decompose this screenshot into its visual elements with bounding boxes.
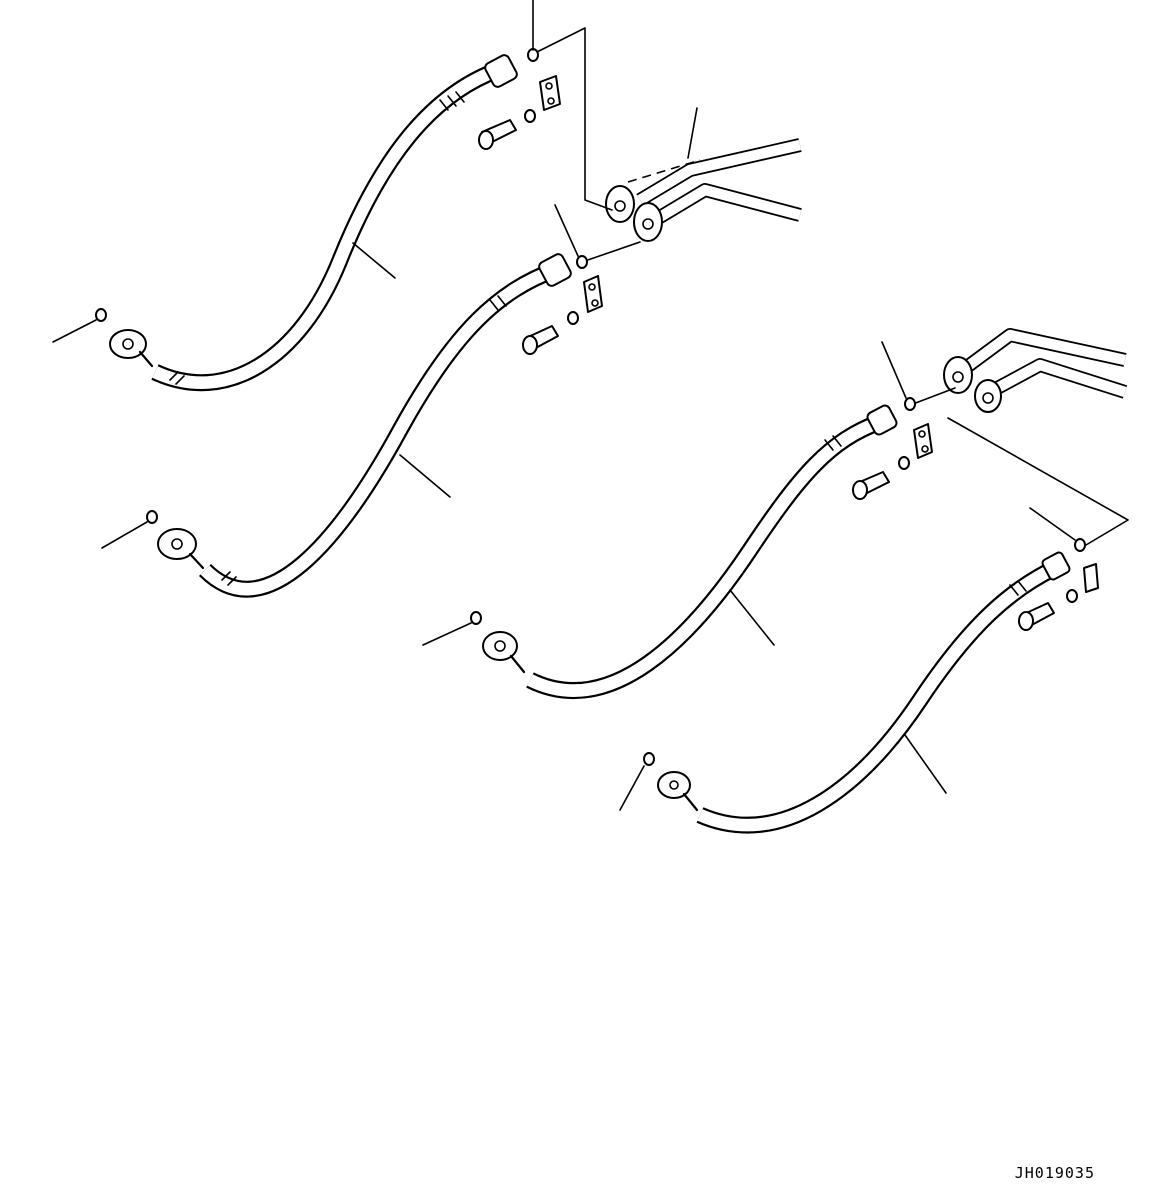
pipe-flange-right-upper (943, 356, 973, 394)
upper-pipe-assembly (605, 138, 802, 242)
leader-o-ring-2 (554, 204, 579, 257)
leader-o-ring-4 (1029, 507, 1076, 541)
pipe-flange-upper-left (605, 185, 635, 223)
washer-1 (524, 109, 536, 123)
washer-2 (567, 311, 579, 325)
hardware-set-2 (522, 255, 603, 355)
drawing-code: JH019035 (1014, 1164, 1095, 1182)
o-ring-left-2 (146, 510, 158, 524)
split-flange-3 (913, 423, 933, 459)
hose-2-fitting-bottom (157, 528, 197, 560)
pipe-flange-right-lower (974, 379, 1002, 413)
leader-hose-4 (904, 734, 947, 794)
pipe-flange-upper-right (633, 202, 663, 242)
leader-hose-2 (399, 454, 451, 498)
o-ring-left-1 (95, 308, 107, 322)
washer-4 (1066, 589, 1078, 603)
split-flange-2 (583, 275, 603, 313)
split-flange-1 (539, 75, 561, 111)
hose-1 (109, 54, 518, 392)
washer-3 (898, 456, 910, 470)
hardware-set-3 (852, 397, 933, 500)
right-pipe-assembly (943, 328, 1128, 413)
hardware-set-4 (1018, 538, 1099, 631)
o-ring-left-3 (470, 611, 482, 625)
hose-3-fitting-bottom (482, 631, 518, 661)
hose-1-fitting-top (484, 54, 518, 88)
hose-3 (482, 404, 898, 700)
leader-hose-1 (352, 242, 396, 279)
leader-hose-3 (729, 589, 775, 646)
hose-2-fitting-top (538, 253, 572, 287)
o-ring-left-4 (643, 752, 655, 766)
split-flange-4 (1083, 563, 1099, 593)
hose-4-fitting-bottom (657, 771, 691, 799)
o-ring-2 (576, 255, 588, 269)
connection-lines (536, 27, 1129, 546)
hose-4 (657, 551, 1071, 834)
hose-2 (157, 253, 572, 598)
hose-3-fitting-top (866, 404, 898, 436)
o-ring-4 (1074, 538, 1086, 552)
o-ring-3 (904, 397, 916, 411)
hardware-set-1 (478, 48, 561, 150)
hose-1-fitting-bottom (109, 329, 147, 359)
leader-o-ring-3 (881, 341, 907, 399)
hose-4-fitting-top (1041, 551, 1071, 581)
leader-lines (52, 0, 1076, 811)
